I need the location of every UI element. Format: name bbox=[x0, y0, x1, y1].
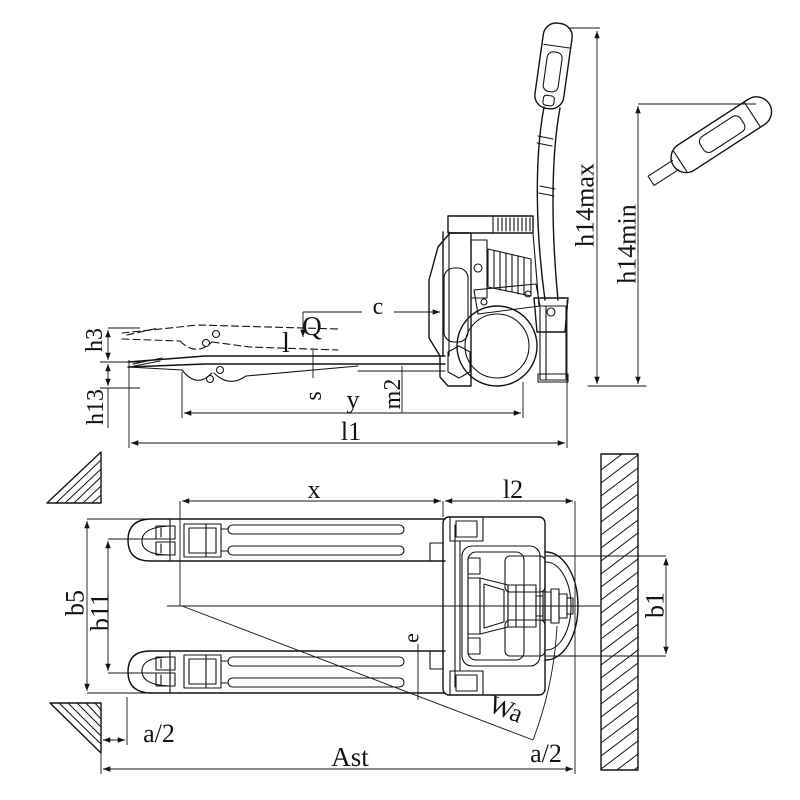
dim-label-b11: b11 bbox=[86, 593, 115, 631]
dim-label-h14max: h14max bbox=[571, 163, 600, 247]
dim-label-h13: h13 bbox=[83, 389, 109, 425]
aisle-corner-upper bbox=[46, 451, 102, 504]
fork-top-upper bbox=[127, 518, 446, 562]
fork-top-lower bbox=[127, 650, 446, 694]
turning-radius-arc bbox=[532, 625, 558, 741]
turning-radius-line bbox=[181, 605, 534, 741]
dim-label-s: s bbox=[301, 391, 327, 400]
dim-label-y: y bbox=[347, 385, 360, 414]
dim-label-x: x bbox=[308, 475, 321, 504]
fork-side-lowered bbox=[127, 355, 446, 384]
aisle-corner-lower bbox=[49, 702, 102, 754]
dim-label-b1: b1 bbox=[641, 592, 670, 618]
tiller-handle-lowered bbox=[647, 96, 773, 187]
dim-label-a2-right: a/2 bbox=[530, 739, 562, 768]
dim-label-h3: h3 bbox=[82, 328, 108, 352]
tiller-handle-raised bbox=[533, 22, 573, 333]
side-view: h14max h14min h3 h13 c Q l s m2 y l1 bbox=[82, 22, 773, 448]
dim-label-b5: b5 bbox=[61, 590, 90, 616]
drive-wheel-side bbox=[456, 305, 538, 387]
side-view-dimensions bbox=[100, 27, 756, 448]
fork-side-raised-dashed bbox=[121, 324, 339, 351]
truck-body-side bbox=[428, 215, 569, 387]
top-view-dimensions bbox=[84, 498, 669, 774]
load-label-q: Q bbox=[302, 311, 322, 341]
dim-label-ast: Ast bbox=[331, 742, 369, 772]
dim-label-m2: m2 bbox=[380, 379, 406, 410]
dim-label-l: l bbox=[282, 328, 290, 359]
dim-label-l1: l1 bbox=[341, 417, 361, 446]
dim-label-a2-left: a/2 bbox=[143, 719, 175, 748]
dim-label-h14min: h14min bbox=[613, 204, 642, 283]
aisle-wall-right bbox=[600, 453, 639, 771]
dim-label-e: e bbox=[399, 633, 424, 643]
top-view: x l2 b5 b11 b1 e Wa a/2 a/2 Ast bbox=[46, 451, 670, 774]
dim-label-c: c bbox=[373, 294, 384, 320]
dim-label-l2: l2 bbox=[503, 475, 523, 504]
